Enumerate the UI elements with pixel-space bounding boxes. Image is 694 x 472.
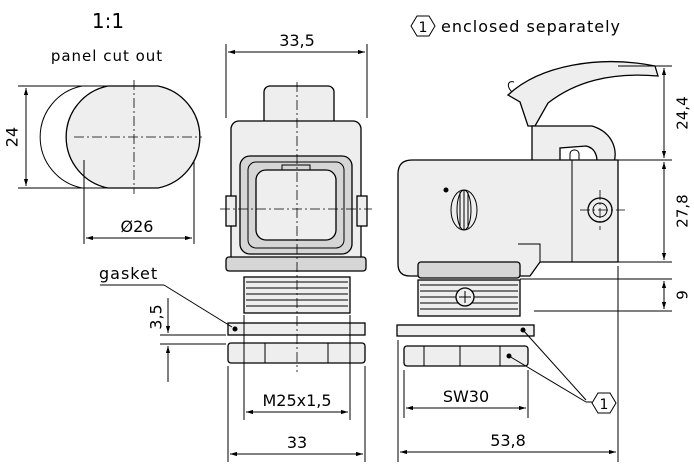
hexagon-symbol (410, 15, 436, 37)
front-dimensions (160, 44, 368, 462)
logo-icon (450, 189, 478, 231)
dim-housing-height: 27,8 (674, 194, 692, 227)
gasket-callout (100, 284, 233, 328)
side-view (396, 61, 659, 367)
callout-hexagon (591, 392, 617, 414)
enclosed-separately-label: enclosed separately (441, 17, 621, 36)
side-dimensions (397, 65, 672, 462)
dim-thread: M25x1,5 (262, 391, 331, 410)
dim-thread-height: 9 (674, 290, 692, 300)
dim-lever-height: 24,4 (674, 96, 692, 129)
scale-label: 1:1 (92, 9, 124, 33)
dim-wrench-size: SW30 (443, 387, 489, 406)
panel-cutout-label: panel cut out (51, 47, 163, 65)
enclosed-separately-note: 1 enclosed separately (410, 15, 621, 37)
dim-cutout-diameter: Ø26 (121, 217, 154, 236)
callout-number: 1 (600, 397, 609, 413)
panel-cutout (18, 80, 202, 244)
callout-enclosed (508, 329, 617, 414)
enclosed-number: 1 (419, 20, 428, 36)
dim-gasket-thickness: 3,5 (147, 304, 166, 329)
dim-width-bottom: 33 (287, 433, 307, 452)
dim-cutout-height: 24 (3, 127, 22, 147)
gasket-label: gasket (99, 264, 158, 283)
dim-width-top: 33,5 (279, 31, 315, 50)
dim-total-length: 53,8 (490, 431, 526, 450)
front-view (220, 82, 372, 372)
